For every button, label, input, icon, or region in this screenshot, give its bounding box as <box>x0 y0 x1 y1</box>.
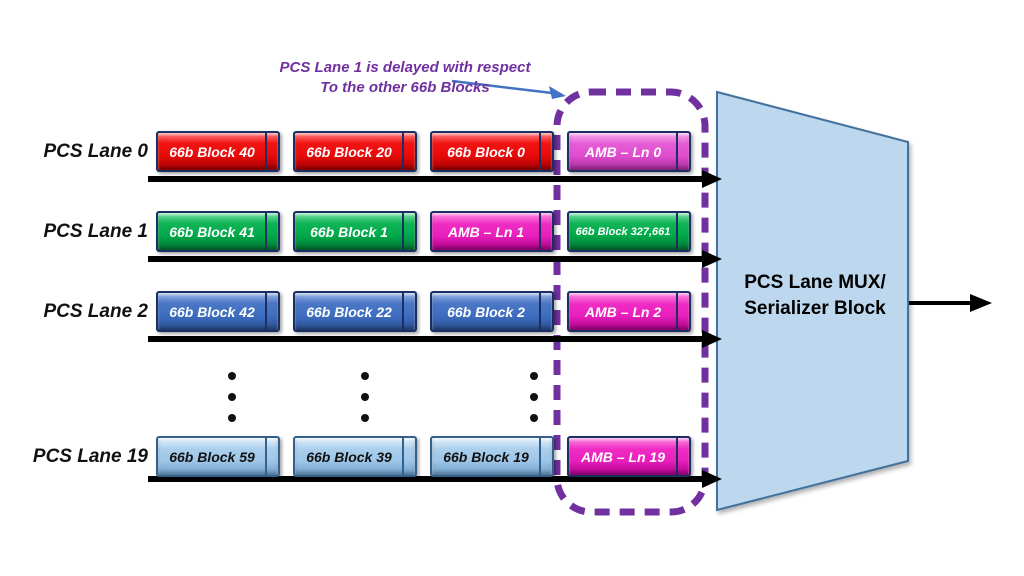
lane2-block-42: 66b Block 42 <box>156 291 280 332</box>
lane19-block-59: 66b Block 59 <box>156 436 280 477</box>
block-label: 66b Block 42 <box>169 303 255 320</box>
mux-label-line2: Serializer Block <box>744 298 886 319</box>
lane0-block-20: 66b Block 20 <box>293 131 417 172</box>
lane0-label: PCS Lane 0 <box>43 141 148 162</box>
delayed-column-highlight <box>553 88 709 516</box>
block-label: AMB – Ln 0 <box>584 143 662 160</box>
lane1-block-41: 66b Block 41 <box>156 211 280 252</box>
callout-arrow <box>451 79 566 99</box>
ellipsis-dots <box>361 372 369 435</box>
ellipsis-dots <box>228 372 236 435</box>
block-label: 66b Block 40 <box>169 143 255 160</box>
lane19-block-39: 66b Block 39 <box>293 436 417 477</box>
block-label: AMB – Ln 19 <box>580 448 665 465</box>
block-label: 66b Block 327,661 <box>575 225 671 238</box>
mux-label-line1: PCS Lane MUX/ <box>744 272 886 293</box>
block-label: 66b Block 1 <box>310 223 388 240</box>
lane0-timeline-arrow <box>148 170 722 188</box>
block-label: 66b Block 22 <box>306 303 392 320</box>
lane0-amb-block: AMB – Ln 0 <box>567 131 691 172</box>
annotation-callout: PCS Lane 1 is delayed with respect To th… <box>240 58 570 98</box>
mux-trapezoid <box>716 90 909 512</box>
block-label: 66b Block 59 <box>169 448 255 465</box>
lane1-block-1: 66b Block 1 <box>293 211 417 252</box>
lane2-label: PCS Lane 2 <box>43 301 148 322</box>
annotation-line2: To the other 66b Blocks <box>320 79 490 96</box>
lane19-label: PCS Lane 19 <box>32 446 148 467</box>
lane0-block-40: 66b Block 40 <box>156 131 280 172</box>
lane19-block-19: 66b Block 19 <box>430 436 554 477</box>
block-label: 66b Block 0 <box>447 143 525 160</box>
lane1-timeline-arrow <box>148 250 722 268</box>
mux-label: PCS Lane MUX/ Serializer Block <box>722 270 908 322</box>
mux-output-arrow <box>909 294 992 312</box>
block-label: AMB – Ln 1 <box>447 223 525 240</box>
lane2-block-2: 66b Block 2 <box>430 291 554 332</box>
lane1-block-327661: 66b Block 327,661 <box>567 211 691 252</box>
lane2-amb-block: AMB – Ln 2 <box>567 291 691 332</box>
lane0-block-0: 66b Block 0 <box>430 131 554 172</box>
annotation-line1: PCS Lane 1 is delayed with respect <box>279 59 531 76</box>
block-label: 66b Block 20 <box>306 143 392 160</box>
lane1-amb-block: AMB – Ln 1 <box>430 211 554 252</box>
block-label: 66b Block 2 <box>447 303 525 320</box>
block-label: 66b Block 39 <box>306 448 392 465</box>
block-label: 66b Block 41 <box>169 223 255 240</box>
block-label: AMB – Ln 2 <box>584 303 662 320</box>
lane2-block-22: 66b Block 22 <box>293 291 417 332</box>
lane19-timeline-arrow <box>148 470 722 488</box>
lane2-timeline-arrow <box>148 330 722 348</box>
lane1-label: PCS Lane 1 <box>43 221 148 242</box>
ellipsis-dots <box>530 372 538 435</box>
block-label: 66b Block 19 <box>443 448 529 465</box>
lane19-amb-block: AMB – Ln 19 <box>567 436 691 477</box>
